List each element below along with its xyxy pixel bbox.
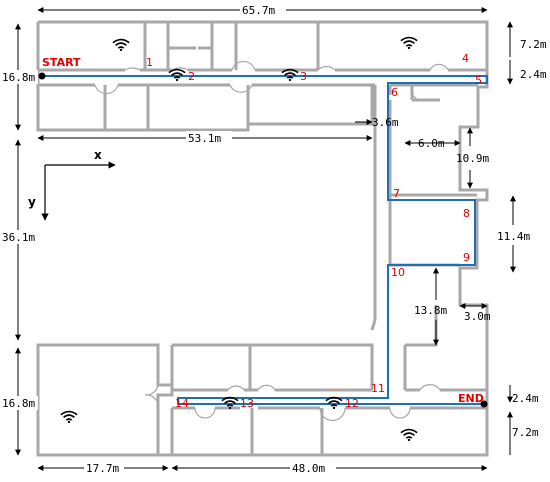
coordinate-axes: x y — [28, 148, 116, 221]
waypoint-label: 8 — [463, 207, 470, 220]
waypoint-label: 2 — [188, 70, 195, 83]
waypoint-label: 9 — [463, 251, 470, 264]
dim-bottom-left-width: 17.7m — [86, 462, 119, 475]
navigation-route — [42, 75, 488, 405]
wifi-access-points — [60, 36, 418, 441]
dim-bottom-left-height: 16.8m — [2, 397, 35, 410]
dim-right-notch-height: 10.9m — [456, 152, 489, 165]
waypoint-label: 10 — [391, 266, 405, 279]
waypoint-label: 6 — [391, 86, 398, 99]
walls — [36, 20, 489, 457]
dim-right-segment: 11.4m — [497, 230, 530, 243]
waypoint-label: 13 — [240, 397, 254, 410]
waypoint-label: 5 — [475, 74, 482, 87]
waypoint-label: 3 — [300, 70, 307, 83]
dimension-labels: 65.7m 16.8m 7.2m 2.4m 53.1m 3.6m 6.0m 10… — [2, 3, 547, 475]
waypoint-label: 7 — [393, 187, 400, 200]
y-axis-label: y — [28, 195, 36, 209]
dim-bottom-right-corridor: 2.4m — [512, 392, 539, 405]
dim-notch-small: 3.6m — [372, 116, 399, 129]
dim-top-right-corridor: 2.4m — [520, 68, 547, 81]
dim-top-mid-width: 53.1m — [188, 132, 221, 145]
waypoint-label: 1 — [146, 56, 153, 69]
dim-lower-notch-width: 3.0m — [464, 310, 491, 323]
dimension-lines — [15, 7, 516, 471]
dim-top-right-room: 7.2m — [520, 38, 547, 51]
waypoint-label: 11 — [371, 382, 385, 395]
dim-bottom-right-width: 48.0m — [292, 462, 325, 475]
end-label: END — [458, 392, 484, 405]
wifi-icon — [60, 410, 78, 423]
dim-left-vertical: 36.1m — [2, 231, 35, 244]
doors — [94, 60, 449, 422]
waypoint-label: 12 — [345, 397, 359, 410]
start-marker — [38, 72, 46, 80]
waypoint-label: 4 — [462, 52, 469, 65]
dim-top-left-height: 16.8m — [2, 71, 35, 84]
wifi-icon — [112, 38, 130, 51]
start-label: START — [42, 56, 81, 69]
dim-bottom-right-room: 7.2m — [512, 426, 539, 439]
waypoints: 1 2 3 4 5 6 7 8 9 10 11 12 13 14 — [146, 52, 482, 410]
wifi-icon — [400, 36, 418, 49]
dim-top-width: 65.7m — [242, 4, 275, 17]
dim-right-notch-width: 6.0m — [418, 137, 445, 150]
end-marker — [480, 400, 488, 408]
waypoint-label: 14 — [175, 397, 189, 410]
x-axis-label: x — [94, 148, 102, 162]
dim-lower-notch-height: 13.8m — [414, 304, 447, 317]
wifi-icon — [400, 428, 418, 441]
